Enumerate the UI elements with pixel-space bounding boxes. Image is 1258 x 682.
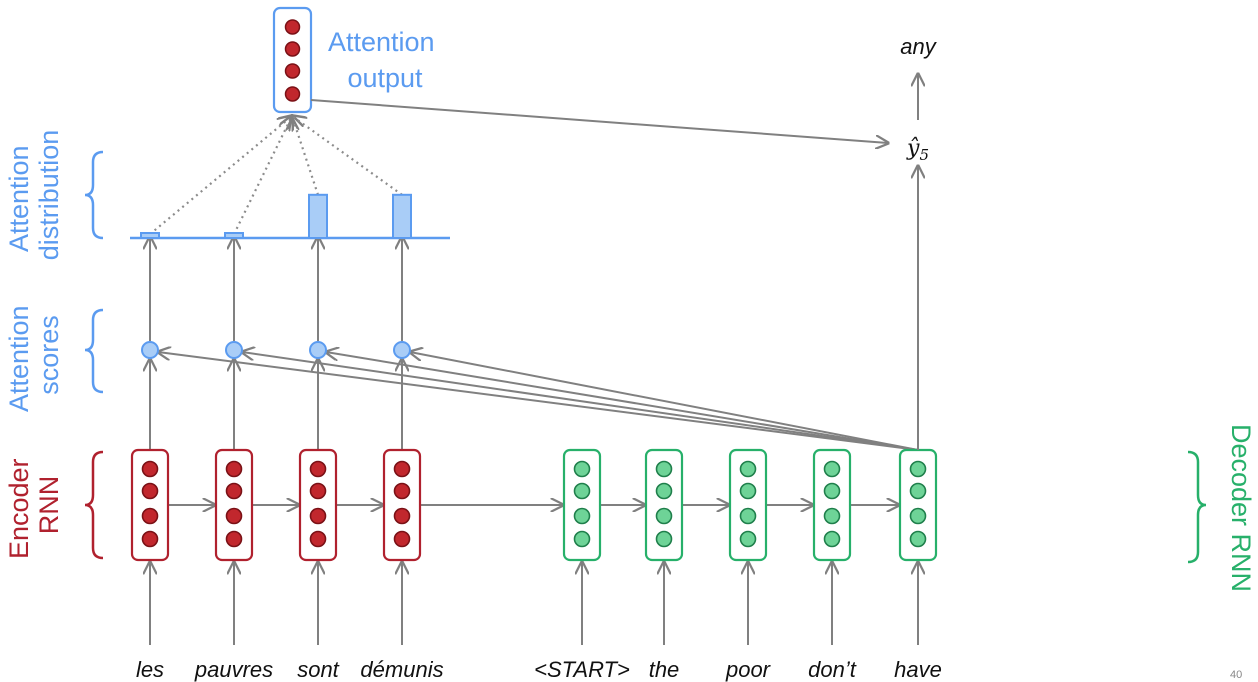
- decoder-hidden-state: [898, 448, 938, 562]
- encoder-rnn-label: Encoder RNN: [4, 451, 64, 559]
- output-word: any: [900, 34, 937, 59]
- attention-output-label: Attention output: [328, 27, 442, 93]
- score-arrow: [410, 352, 919, 451]
- attention-weight-line: [292, 116, 403, 196]
- hidden-unit: [393, 460, 411, 478]
- encoder-rnn-brace: [84, 450, 104, 560]
- attention-distribution-label: Attention distribution: [4, 130, 64, 261]
- hidden-unit: [909, 530, 927, 548]
- hidden-unit: [309, 530, 327, 548]
- encoder-hidden-states: [130, 448, 422, 562]
- attention-score-node: [225, 341, 243, 359]
- input-arrows: [150, 562, 918, 645]
- score-arrow: [326, 352, 919, 451]
- attention-distribution-brace: [84, 150, 104, 240]
- attention-weight-line: [292, 116, 320, 196]
- score-arrow: [242, 352, 919, 451]
- hidden-unit: [823, 460, 841, 478]
- prediction-label: ŷ5: [906, 136, 929, 164]
- hidden-unit: [573, 507, 591, 525]
- hidden-unit: [909, 507, 927, 525]
- source-word: les: [136, 657, 164, 682]
- hidden-unit: [739, 482, 757, 500]
- hidden-unit: [823, 530, 841, 548]
- attention-score-node: [141, 341, 159, 359]
- hidden-unit: [655, 530, 673, 548]
- hidden-unit: [225, 507, 243, 525]
- score-arrow: [158, 352, 919, 451]
- hidden-unit: [739, 530, 757, 548]
- hidden-unit: [309, 460, 327, 478]
- attention-score-nodes: [141, 341, 411, 359]
- decoder-rnn-label: Decoder RNN: [1226, 424, 1256, 592]
- encoder-hidden-state: [214, 448, 254, 562]
- encoder-vertical-arrows: [150, 237, 402, 450]
- decoder-hidden-states: [562, 448, 938, 562]
- hidden-unit: [573, 530, 591, 548]
- target-word: <START>: [534, 657, 630, 682]
- attention-bar: [224, 232, 244, 239]
- attention-weighted-sum-lines: [149, 116, 403, 236]
- decoder-hidden-state: [562, 448, 602, 562]
- source-word: démunis: [360, 657, 443, 682]
- hidden-unit: [309, 507, 327, 525]
- hidden-unit: [141, 507, 159, 525]
- attention-score-node: [393, 341, 411, 359]
- hidden-unit: [655, 460, 673, 478]
- hidden-unit: [393, 530, 411, 548]
- hidden-unit: [655, 482, 673, 500]
- hidden-unit: [225, 460, 243, 478]
- hidden-unit: [739, 507, 757, 525]
- hidden-unit: [573, 460, 591, 478]
- hidden-unit: [739, 460, 757, 478]
- encoder-hidden-state: [298, 448, 338, 562]
- hidden-unit: [909, 460, 927, 478]
- hidden-unit: [141, 530, 159, 548]
- target-word: have: [894, 657, 942, 682]
- attention-weight-line: [149, 116, 292, 236]
- target-word: poor: [725, 657, 772, 682]
- decoder-hidden-state: [812, 448, 852, 562]
- hidden-unit: [823, 482, 841, 500]
- hidden-unit: [393, 482, 411, 500]
- hidden-unit: [393, 507, 411, 525]
- attention-bar: [392, 193, 412, 240]
- attention-scores-label: Attention scores: [4, 298, 64, 412]
- hidden-unit: [909, 482, 927, 500]
- attention-scores-brace: [84, 308, 104, 394]
- hidden-unit: [573, 482, 591, 500]
- target-word: don’t: [808, 657, 857, 682]
- source-word: pauvres: [194, 657, 273, 682]
- target-word: the: [649, 657, 680, 682]
- decoder-to-score-arrows: [158, 352, 919, 451]
- source-words: les pauvres sont démunis: [136, 657, 444, 682]
- page-number: 40: [1230, 669, 1242, 681]
- encoder-hidden-state: [130, 448, 170, 562]
- attention-output-to-prediction-arrow: [310, 99, 888, 143]
- decoder-rnn-brace: [1187, 450, 1207, 564]
- source-word: sont: [297, 657, 339, 682]
- attention-weight-line: [233, 116, 292, 235]
- hidden-unit: [141, 460, 159, 478]
- attention-output-vector: [272, 6, 313, 114]
- attention-score-node: [309, 341, 327, 359]
- hidden-unit: [225, 530, 243, 548]
- attention-distribution-bars: [140, 193, 412, 240]
- hidden-unit: [225, 482, 243, 500]
- hidden-unit: [823, 507, 841, 525]
- hidden-unit: [309, 482, 327, 500]
- attention-bar: [308, 193, 328, 240]
- decoder-hidden-state: [728, 448, 768, 562]
- hidden-unit: [141, 482, 159, 500]
- hidden-unit: [655, 507, 673, 525]
- attention-bar: [140, 232, 160, 239]
- encoder-hidden-state: [382, 448, 422, 562]
- decoder-hidden-state: [644, 448, 684, 562]
- target-words: <START> the poor don’t have: [534, 657, 942, 682]
